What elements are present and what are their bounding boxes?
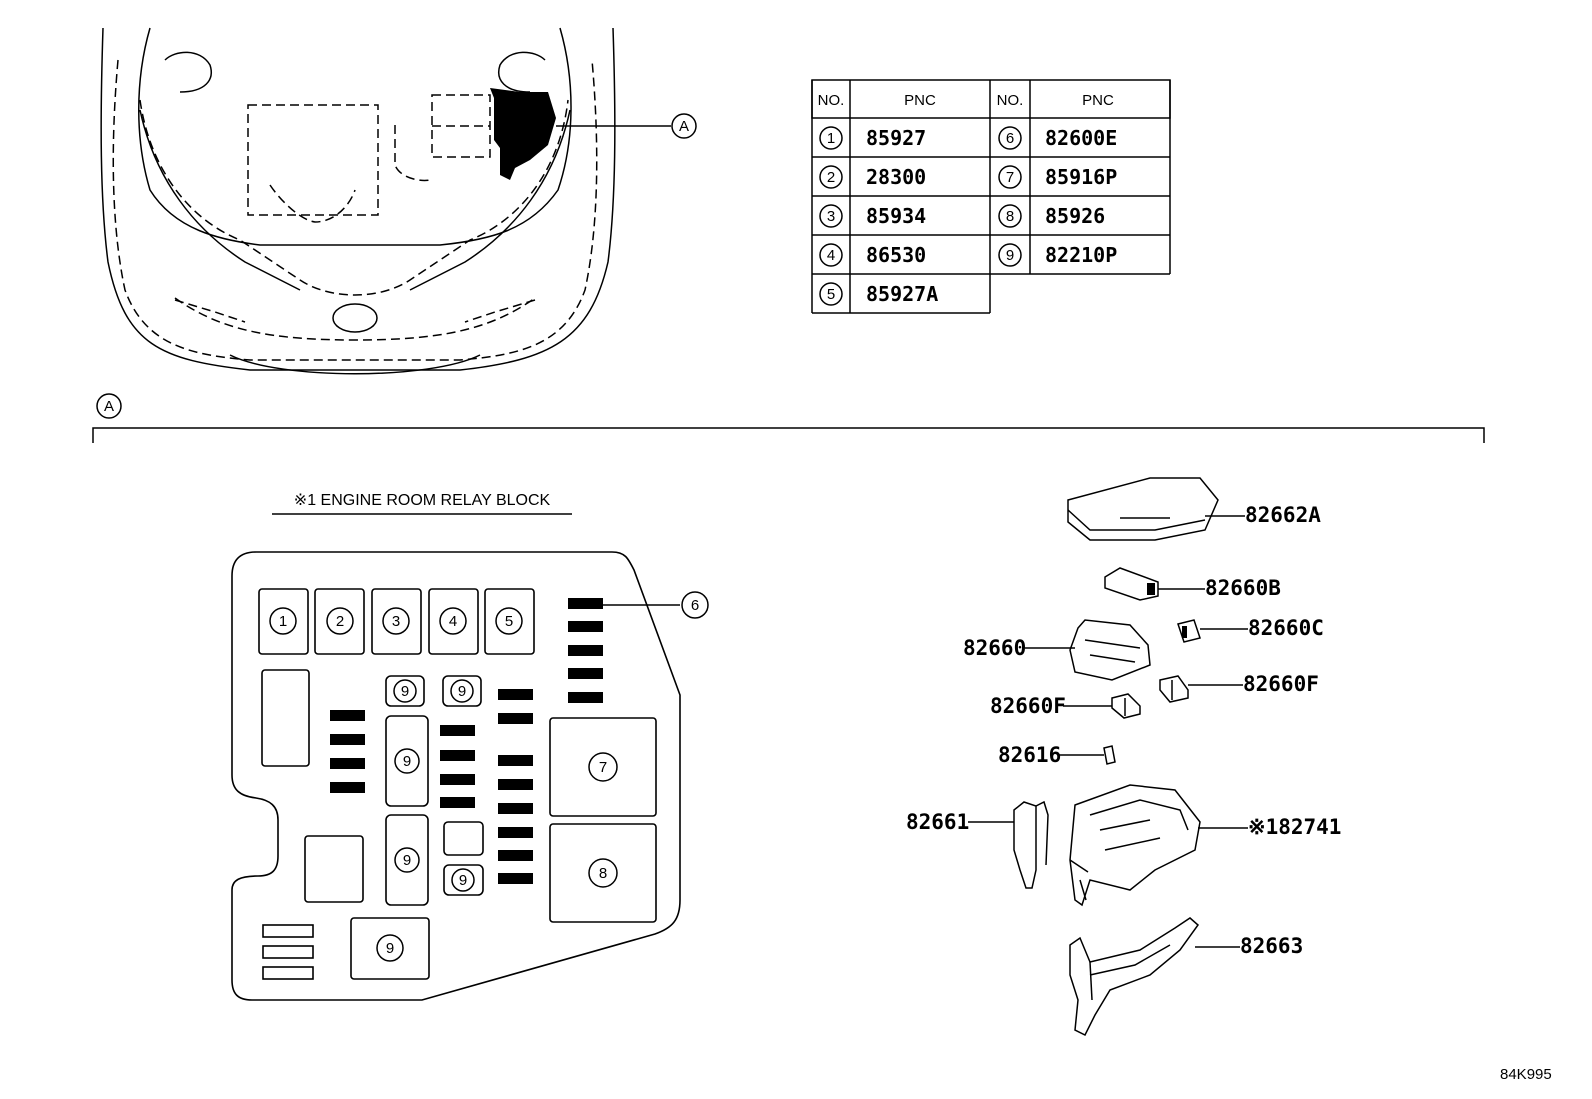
table-row-no: 8 [1006,208,1014,225]
table-row-pnc: 82210P [1045,243,1117,267]
table-row-no: 6 [1006,130,1014,147]
section-divider: A [92,393,1485,443]
vehicle-front-view: A [100,27,697,375]
part-label-82660F-left: 82660F [990,694,1066,718]
table-row-pnc: 85916P [1045,165,1117,189]
part-label-82661: 82661 [906,810,969,834]
relay-block-layout: ※1 ENGINE ROOM RELAY BLOCK 1 2 3 4 5 6 [231,492,709,1001]
table-row-pnc: 28300 [866,165,926,189]
slot-label: 9 [403,852,411,869]
figure-code: 84K995 [1500,1066,1552,1083]
slot-label: 9 [459,872,467,889]
pnc-table: NO. PNC NO. PNC 1 85927 2 28300 3 85934 … [811,79,1171,314]
callout-6: 6 [691,597,699,614]
table-row-pnc: 86530 [866,243,926,267]
part-label-82660B: 82660B [1205,576,1281,600]
table-row-no: 2 [827,169,835,186]
slot-label: 4 [449,613,457,630]
slot-label: 9 [386,940,394,957]
section-marker-label: A [104,398,114,415]
table-header-pnc-left: PNC [904,92,936,109]
slot-label: 9 [401,683,409,700]
table-row-pnc: 85934 [866,204,926,228]
table-row-no: 7 [1006,169,1014,186]
table-row-pnc: 85926 [1045,204,1105,228]
view-marker-label: A [679,118,689,135]
table-row-no: 3 [827,208,835,225]
part-label-82660F-right: 82660F [1243,672,1319,696]
part-label-82741: ※182741 [1248,815,1341,839]
slot-label: 2 [336,613,344,630]
part-label-82660: 82660 [963,636,1026,660]
view-marker-circle [671,113,697,139]
table-header-no-left: NO. [818,92,845,109]
table-row-no: 1 [827,130,835,147]
slot-label: 3 [392,613,400,630]
slot-label: 1 [279,613,287,630]
slot-label: 5 [505,613,513,630]
table-row-pnc: 85927A [866,282,938,306]
part-label-82663: 82663 [1240,934,1303,958]
part-label-82660C: 82660C [1248,616,1324,640]
table-header-pnc-right: PNC [1082,92,1114,109]
exploded-parts: 82662A 82660B 82660C 82660 82660F 82660F… [906,477,1341,1037]
relay-block-title: ※1 ENGINE ROOM RELAY BLOCK [294,492,551,509]
table-row-pnc: 82600E [1045,126,1117,150]
table-row-no: 4 [827,247,835,264]
part-label-82616: 82616 [998,743,1061,767]
table-header-no-right: NO. [997,92,1024,109]
slot-label: 8 [599,865,607,882]
part-label-82662A: 82662A [1245,503,1321,527]
slot-label: 9 [458,683,466,700]
slot-label: 7 [599,759,607,776]
table-row-pnc: 85927 [866,126,926,150]
table-row-no: 5 [827,286,835,303]
table-row-no: 9 [1006,247,1014,264]
slot-label: 9 [403,753,411,770]
